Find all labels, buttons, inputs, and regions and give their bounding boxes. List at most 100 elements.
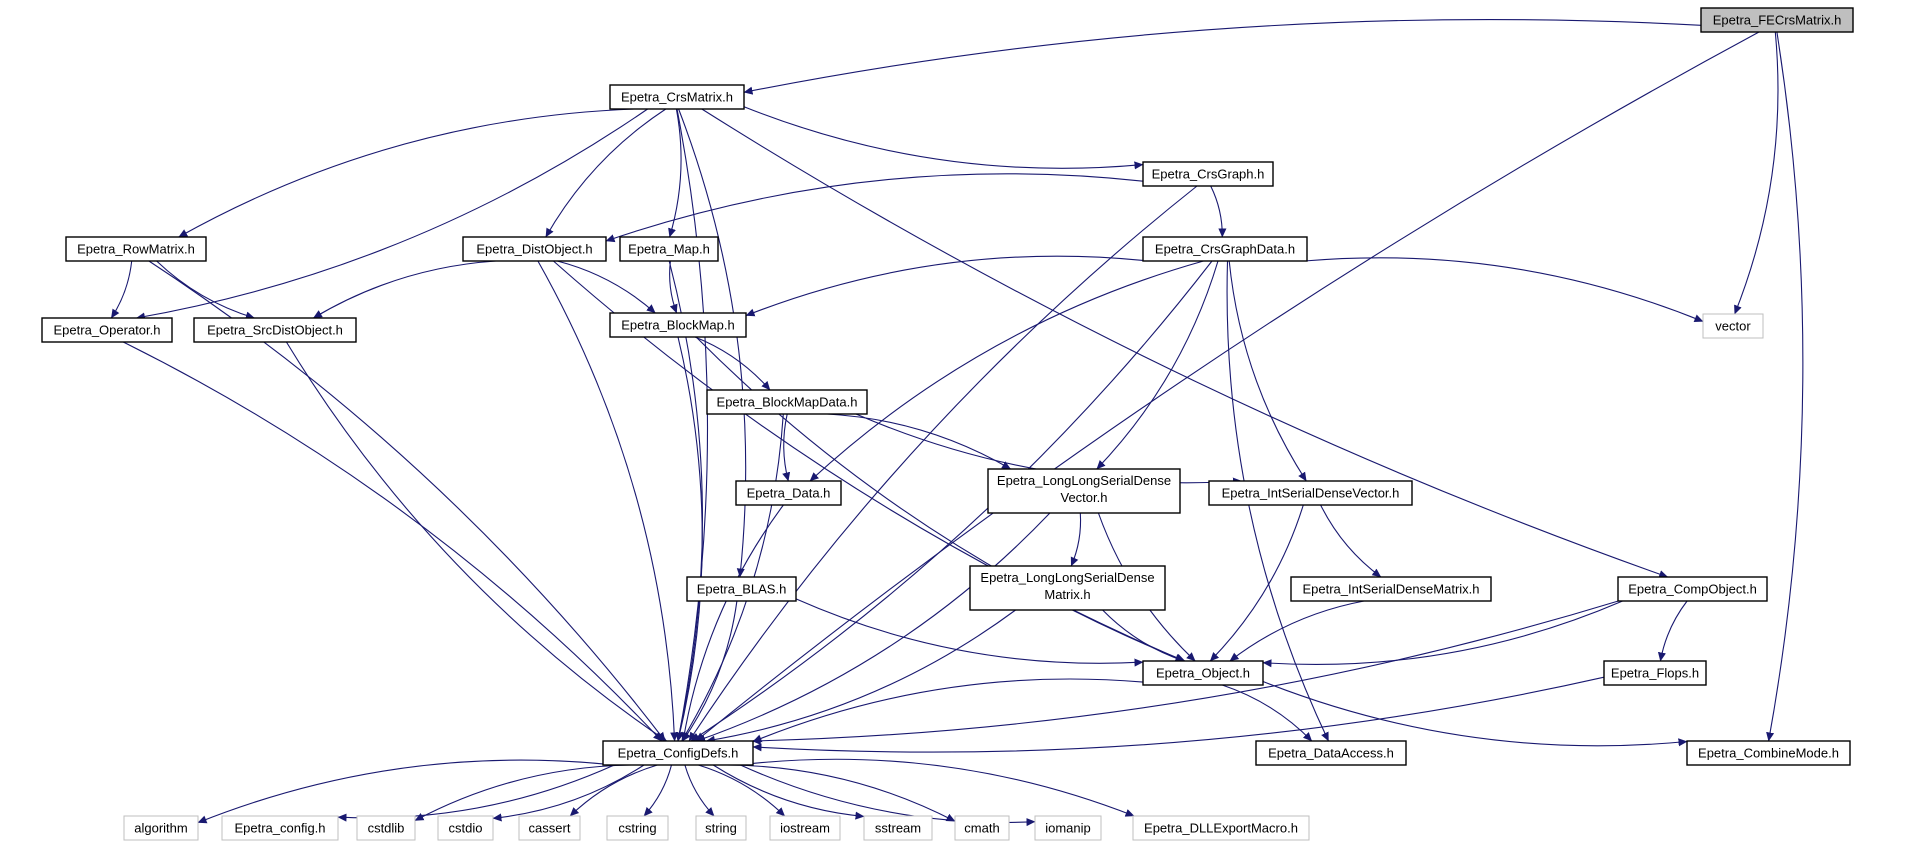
node-iostream: iostream [769,815,841,841]
node-label-configdefs: Epetra_ConfigDefs.h [618,746,739,761]
node-cstdlib: cstdlib [356,815,416,841]
node-label-iostream: iostream [780,821,830,836]
node-box-blockmap [609,312,747,338]
node-label-isdm: Epetra_IntSerialDenseMatrix.h [1302,582,1479,597]
edge-crsgraph-to-crsgraphdata [1210,185,1227,238]
node-label-compobject: Epetra_CompObject.h [1628,582,1757,597]
node-label-crsgraphdata: Epetra_CrsGraphData.h [1155,242,1295,257]
node-crsmatrix[interactable]: Epetra_CrsMatrix.h [609,84,745,110]
edge-fecrs-to-combinemode [1766,31,1804,742]
node-label-crsmatrix: Epetra_CrsMatrix.h [621,90,733,105]
node-label-vector: vector [1715,319,1751,334]
node-label-cstdlib: cstdlib [368,821,405,836]
node-label-operator: Epetra_Operator.h [54,323,161,338]
node-rowmatrix[interactable]: Epetra_RowMatrix.h [65,236,207,262]
node-label-flops: Epetra_Flops.h [1611,666,1699,681]
node-box-cstdlib [356,815,416,841]
node-map[interactable]: Epetra_Map.h [619,236,719,262]
node-object[interactable]: Epetra_Object.h [1142,660,1264,686]
node-label-string: string [705,821,737,836]
edge-isdv-to-isdm [1320,504,1382,578]
edge-crsmatrix-to-crsgraph [743,106,1144,170]
node-box-cstring [606,815,669,841]
edge-configdefs-to-dllexport [752,758,1135,817]
node-label-algorithm: algorithm [134,821,187,836]
node-distobject[interactable]: Epetra_DistObject.h [462,236,607,262]
edge-llsdv-to-llsdm [1070,512,1082,567]
edge-crsgraphdata-to-configdefs [690,260,1213,742]
node-blockmapdata[interactable]: Epetra_BlockMapData.h [706,389,868,415]
node-crsgraphdata[interactable]: Epetra_CrsGraphData.h [1142,236,1308,262]
node-flops[interactable]: Epetra_Flops.h [1603,660,1707,686]
edge-compobject-to-configdefs [751,600,1619,745]
edge-configdefs-to-cassert [569,764,658,817]
node-box-string [695,815,747,841]
node-box-vector [1702,313,1764,339]
node-configdefs[interactable]: Epetra_ConfigDefs.h [602,740,754,766]
node-blockmap[interactable]: Epetra_BlockMap.h [609,312,747,338]
edges-layer [110,18,1804,827]
node-srcdist[interactable]: Epetra_SrcDistObject.h [193,317,357,343]
edge-crsgraph-to-configdefs [688,185,1198,742]
node-label-fecrs: Epetra_FECrsMatrix.h [1713,13,1842,28]
node-blas[interactable]: Epetra_BLAS.h [686,576,797,602]
node-fecrs[interactable]: Epetra_FECrsMatrix.h [1700,7,1854,33]
edge-blockmap-to-blockmapdata [694,336,771,391]
node-box-sstream [863,815,933,841]
edge-crsgraph-to-distobject [605,173,1144,243]
node-box-map [619,236,719,262]
edge-configdefs-to-cstdio [492,764,645,822]
node-dataaccess[interactable]: Epetra_DataAccess.h [1255,740,1407,766]
node-box-cassert [518,815,581,841]
node-box-compobject [1617,576,1768,602]
node-crsgraph[interactable]: Epetra_CrsGraph.h [1142,161,1274,187]
node-label-distobject: Epetra_DistObject.h [476,242,592,257]
edge-llsdm-to-configdefs [705,609,1016,744]
node-algorithm: algorithm [123,815,199,841]
node-label-map: Epetra_Map.h [628,242,710,257]
node-isdm[interactable]: Epetra_IntSerialDenseMatrix.h [1290,576,1492,602]
node-operator[interactable]: Epetra_Operator.h [41,317,173,343]
node-box-blockmapdata [706,389,868,415]
node-box-flops [1603,660,1707,686]
node-label-dataaccess: Epetra_DataAccess.h [1268,746,1394,761]
node-compobject[interactable]: Epetra_CompObject.h [1617,576,1768,602]
node-label-dllexport: Epetra_DLLExportMacro.h [1144,821,1298,836]
node-string: string [695,815,747,841]
edge-distobject-to-configdefs [537,260,679,742]
node-label-llsdm-line-0: Epetra_LongLongSerialDense [980,570,1154,585]
edge-configdefs-to-cstring [643,764,673,817]
node-box-dataaccess [1255,740,1407,766]
edge-configdefs-to-algorithm [197,759,604,824]
node-data[interactable]: Epetra_Data.h [735,480,842,506]
node-box-configdefs [602,740,754,766]
edge-configdefs-to-cmath [726,764,956,822]
edge-blockmapdata-to-data [782,413,791,482]
node-box-blas [686,576,797,602]
node-box-isdv [1208,480,1413,506]
edge-crsmatrix-to-configdefs [675,108,709,742]
node-dllexport: Epetra_DLLExportMacro.h [1132,815,1310,841]
node-box-crsgraph [1142,161,1274,187]
edge-data-to-configdefs [680,504,784,742]
node-box-crsmatrix [609,84,745,110]
node-box-cstdio [437,815,494,841]
node-box-iostream [769,815,841,841]
edge-configdefs-to-string [684,764,715,817]
edge-object-to-combinemode [1262,680,1688,747]
node-box-isdm [1290,576,1492,602]
node-iomanip: iomanip [1034,815,1102,841]
edge-distobject-to-srcdist [313,260,497,319]
node-isdv[interactable]: Epetra_IntSerialDenseVector.h [1208,480,1413,506]
edge-llsdm-to-object [1102,609,1185,663]
edge-operator-to-configdefs [122,341,663,742]
node-box-rowmatrix [65,236,207,262]
node-label-iomanip: iomanip [1045,821,1091,836]
edge-configdefs-to-cstdlib [414,764,632,822]
node-combinemode[interactable]: Epetra_CombineMode.h [1686,740,1851,766]
node-label-cmath: cmath [964,821,999,836]
node-label-rowmatrix: Epetra_RowMatrix.h [77,242,195,257]
node-cstdio: cstdio [437,815,494,841]
